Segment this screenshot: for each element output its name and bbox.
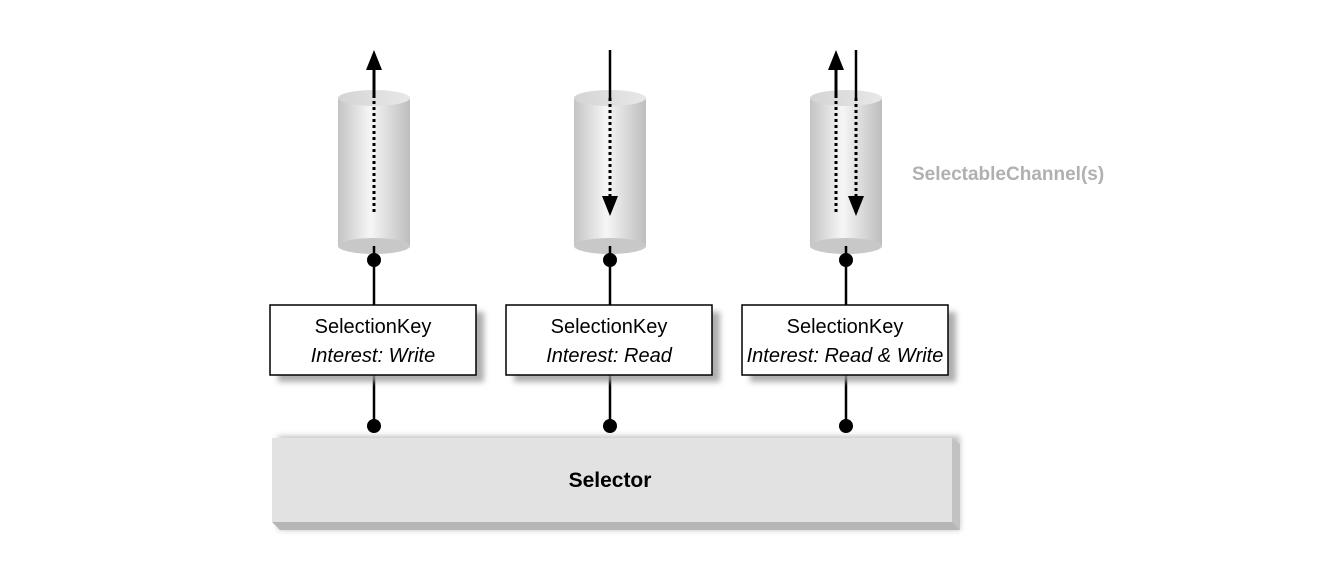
selector-label: Selector <box>569 469 652 492</box>
up-arrow-icon <box>366 50 382 70</box>
down-arrow-icon <box>848 196 864 216</box>
selection-key-interest: Interest: Write <box>311 345 435 367</box>
channels-label: SelectableChannel(s) <box>912 164 1104 185</box>
channel-cylinder <box>810 90 882 254</box>
selection-key-interest: Interest: Read & Write <box>747 345 944 367</box>
channel-read-write <box>810 50 882 433</box>
up-arrow-icon <box>828 50 844 70</box>
down-arrow-icon <box>602 196 618 216</box>
selection-key-read-write: SelectionKey Interest: Read & Write <box>741 304 956 382</box>
selection-key-title: SelectionKey <box>315 316 432 338</box>
selection-key-title: SelectionKey <box>551 316 668 338</box>
channel-cylinder <box>338 90 410 254</box>
selector-box: Selector <box>272 436 960 530</box>
selection-key-title: SelectionKey <box>787 316 904 338</box>
channel-read <box>574 50 646 433</box>
channel-write <box>338 50 410 433</box>
selection-key-write: SelectionKey Interest: Write <box>269 304 484 382</box>
selection-key-interest: Interest: Read <box>546 345 673 367</box>
selection-key-read: SelectionKey Interest: Read <box>505 304 720 382</box>
